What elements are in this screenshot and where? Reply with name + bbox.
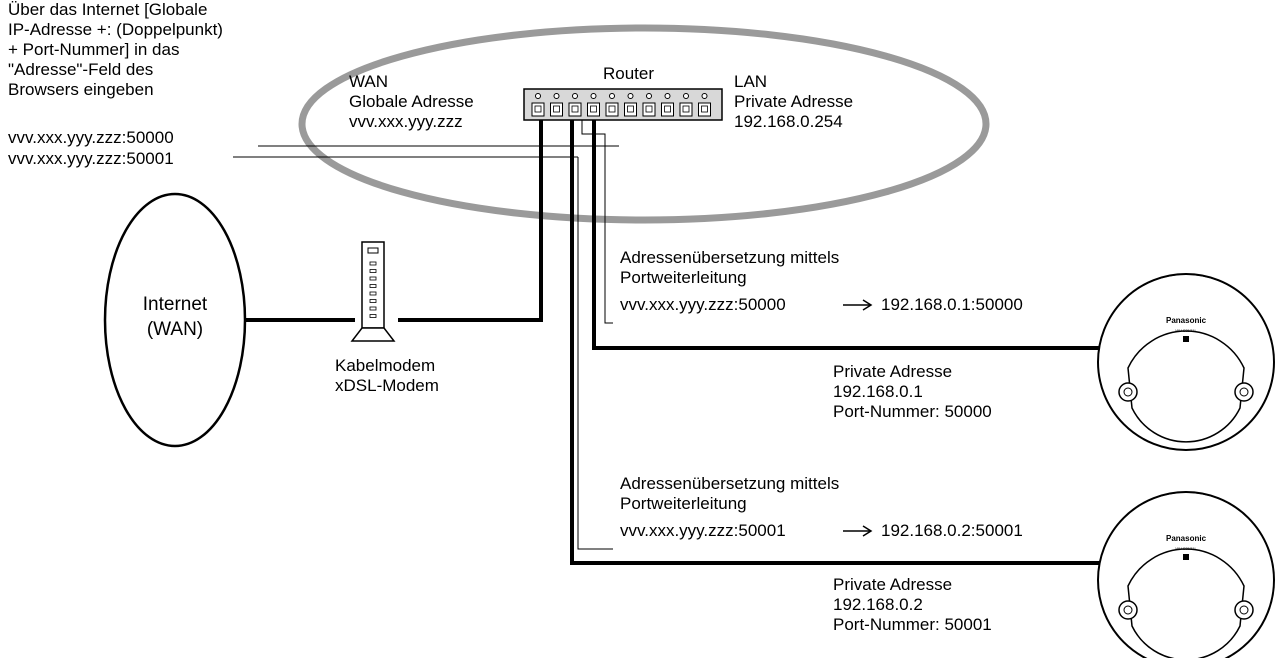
camera1-line: 192.168.0.1 bbox=[833, 382, 923, 401]
router-port-icon bbox=[568, 102, 582, 117]
instruction-line: "Adresse"-Feld des bbox=[8, 60, 154, 79]
router-ports bbox=[531, 93, 711, 117]
nat2-from: vvv.xxx.yyy.zzz:50001 bbox=[620, 521, 786, 540]
router-port-inner bbox=[590, 105, 597, 113]
modem-line: Kabelmodem bbox=[335, 356, 436, 375]
modem-led-icon bbox=[369, 306, 377, 311]
wan-line: vvv.xxx.yyy.zzz bbox=[349, 112, 463, 131]
router-port-icon bbox=[587, 102, 600, 117]
nat2-label: Adressenübersetzung mittels Portweiterle… bbox=[620, 474, 839, 514]
instruction-line: Über das Internet [Globale bbox=[8, 0, 208, 19]
nat1-label: Adressenübersetzung mittels Portweiterle… bbox=[620, 248, 839, 288]
router-port-icon bbox=[605, 102, 619, 117]
nat2-to: 192.168.0.2:50001 bbox=[881, 521, 1023, 540]
router-wan-label: WAN Globale Adresse vvv.xxx.yyy.zzz bbox=[349, 72, 474, 132]
nat1-to: 192.168.0.1:50000 bbox=[881, 295, 1023, 314]
router-led-icon bbox=[627, 93, 634, 99]
router-led-icon bbox=[646, 93, 652, 99]
modem-device bbox=[350, 241, 396, 342]
modem-line: xDSL-Modem bbox=[335, 376, 439, 395]
wan-line: WAN bbox=[349, 72, 389, 91]
router-led-icon bbox=[683, 93, 689, 99]
router-zone-ellipse bbox=[298, 24, 990, 224]
router-led-icon bbox=[572, 93, 578, 99]
router-led-icon bbox=[701, 93, 708, 99]
nat1-path bbox=[581, 117, 613, 324]
router-led-icon bbox=[553, 93, 560, 99]
router-port-icon bbox=[698, 102, 711, 117]
camera-2: Panasonic WV-S3131L bbox=[1097, 491, 1275, 658]
cable-modem-router bbox=[398, 112, 543, 322]
url1-label: vvv.xxx.yyy.zzz:50000 bbox=[8, 128, 174, 147]
camera2-line: Private Adresse bbox=[833, 575, 953, 594]
camera2-line: 192.168.0.2 bbox=[833, 595, 923, 614]
camera-1-brand: Panasonic bbox=[1166, 316, 1207, 325]
lan-line: 192.168.0.254 bbox=[734, 112, 843, 131]
camera2-line: Port-Nummer: 50001 bbox=[833, 615, 992, 634]
camera1-line: Port-Nummer: 50000 bbox=[833, 402, 992, 421]
lan-line: LAN bbox=[734, 72, 768, 91]
modem-led-icon bbox=[369, 284, 377, 288]
router-led-icon bbox=[535, 93, 541, 99]
nat1-arrow-head bbox=[862, 299, 873, 311]
instruction-line: + Port-Nummer] in das bbox=[8, 40, 180, 59]
modem-led-icon bbox=[369, 261, 377, 266]
wan-line: Globale Adresse bbox=[349, 92, 474, 111]
router-led-icon bbox=[664, 93, 671, 99]
instruction-line: IP-Adresse +: (Doppelpunkt) bbox=[8, 20, 223, 39]
router-port-icon bbox=[679, 102, 693, 117]
internet-line: Internet bbox=[142, 294, 208, 315]
modem-led-icon bbox=[369, 291, 377, 296]
cable-router-cam2 bbox=[570, 112, 1108, 565]
router-led-icon bbox=[590, 93, 597, 99]
camera1-line: Private Adresse bbox=[833, 362, 953, 381]
router-port-inner bbox=[645, 105, 653, 113]
nat1-line: Adressenübersetzung mittels bbox=[620, 248, 840, 267]
router-led-icon bbox=[609, 93, 615, 99]
router-port-inner bbox=[534, 105, 542, 113]
modem-led-icon bbox=[369, 299, 377, 303]
router-port-inner bbox=[664, 105, 671, 113]
instruction-line: Browsers eingeben bbox=[8, 80, 154, 99]
modem-led-icon bbox=[369, 269, 377, 273]
camera1-label: Private Adresse 192.168.0.1 Port-Nummer:… bbox=[833, 362, 992, 422]
router-port-inner bbox=[608, 105, 616, 113]
nat2-arrow-head bbox=[862, 525, 873, 537]
lan-line: Private Adresse bbox=[734, 92, 854, 111]
camera-2-brand: Panasonic bbox=[1166, 534, 1207, 543]
router-port-icon bbox=[661, 102, 674, 117]
router-port-icon bbox=[550, 102, 563, 117]
router-port-inner bbox=[682, 105, 690, 113]
instruction-text: Über das Internet [Globale IP-Adresse +:… bbox=[8, 0, 223, 100]
camera2-label: Private Adresse 192.168.0.2 Port-Nummer:… bbox=[833, 575, 992, 635]
router-lan-label: LAN Private Adresse 192.168.0.254 bbox=[734, 72, 853, 132]
nat1-from: vvv.xxx.yyy.zzz:50000 bbox=[620, 295, 786, 314]
router-port-icon bbox=[531, 102, 545, 117]
modem-label: Kabelmodem xDSL-Modem bbox=[335, 356, 439, 396]
url2-label: vvv.xxx.yyy.zzz:50001 bbox=[8, 149, 174, 168]
router-port-inner bbox=[701, 105, 708, 113]
router-port-icon bbox=[624, 102, 637, 117]
camera-2-model: WV-S3131L bbox=[1175, 546, 1197, 551]
router-title: Router bbox=[603, 64, 655, 83]
router-device bbox=[523, 88, 723, 121]
router-port-inner bbox=[553, 105, 560, 113]
router-port-inner bbox=[627, 105, 634, 113]
router-port-icon bbox=[642, 102, 656, 117]
camera-1: Panasonic WV-S3131L bbox=[1097, 273, 1275, 451]
internet-label: Internet (WAN) bbox=[115, 292, 235, 342]
nat2-line: Adressenübersetzung mittels bbox=[620, 474, 840, 493]
internet-line: (WAN) bbox=[146, 319, 204, 340]
nat1-line: Portweiterleitung bbox=[620, 268, 747, 287]
camera-1-model: WV-S3131L bbox=[1175, 328, 1197, 333]
modem-led-icon bbox=[369, 314, 377, 318]
router-port-inner bbox=[571, 105, 579, 113]
nat2-path bbox=[577, 157, 613, 550]
cable-router-cam1 bbox=[592, 112, 1115, 350]
nat2-line: Portweiterleitung bbox=[620, 494, 747, 513]
modem-led-icon bbox=[369, 276, 377, 281]
